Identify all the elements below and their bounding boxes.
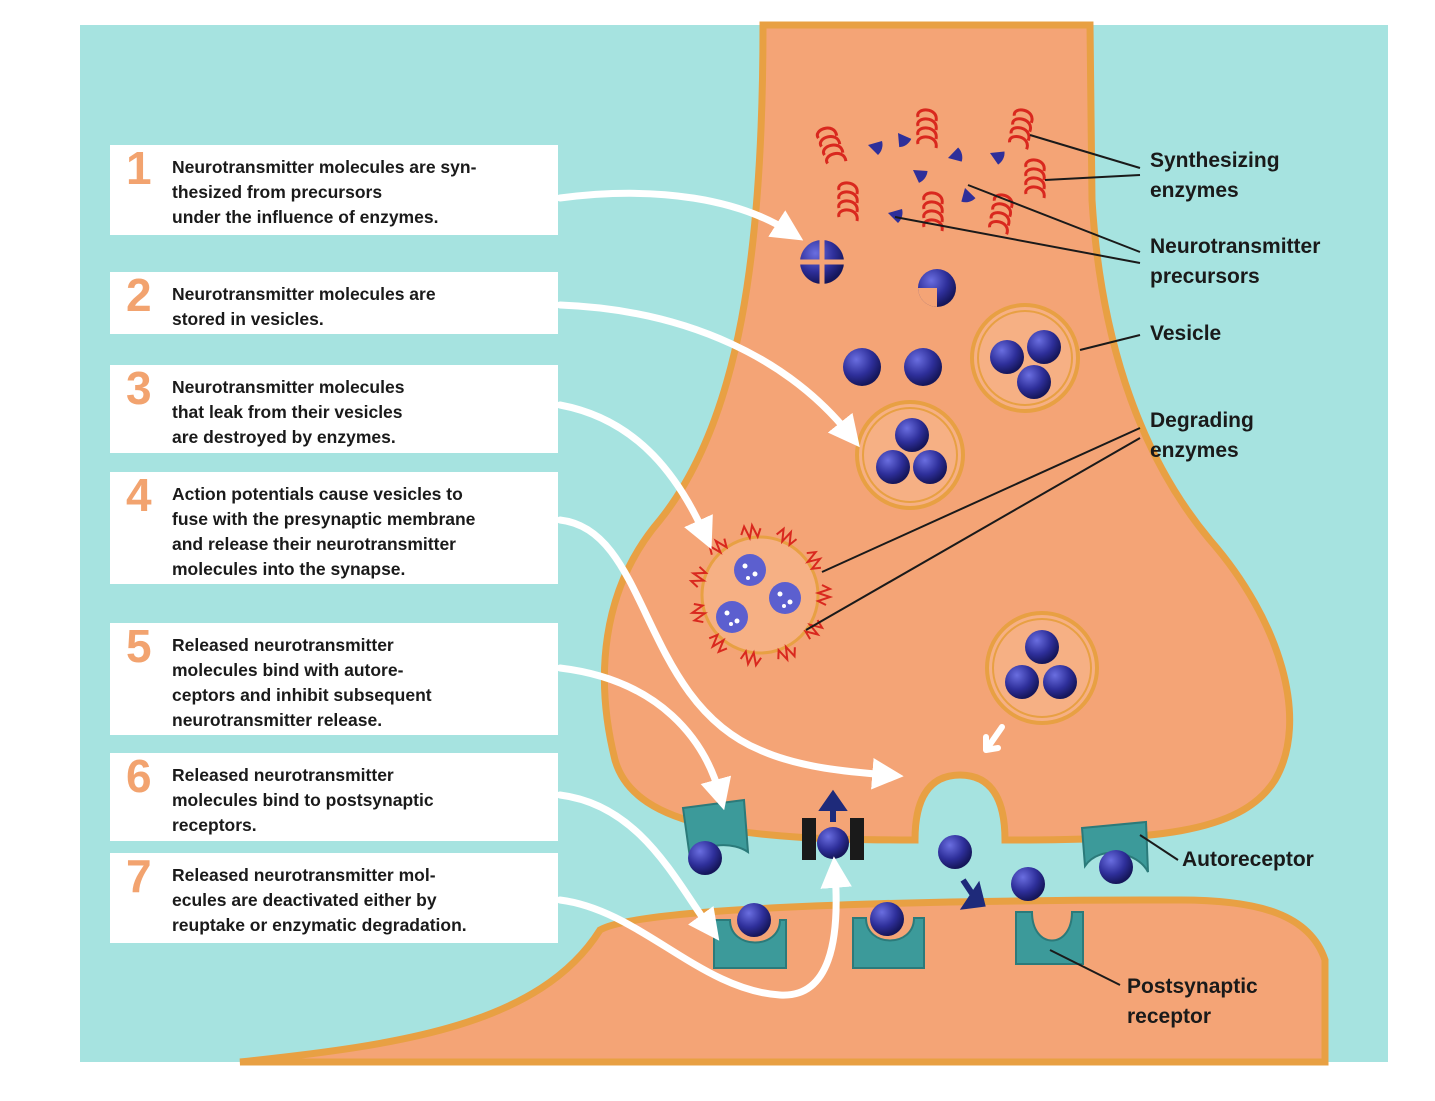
step-text: Released neurotransmitter molecules bind… — [172, 635, 432, 730]
degrading-enzyme — [739, 649, 762, 668]
step-box-7: 7 Released neurotransmitter mol- ecules … — [110, 853, 558, 943]
step-text: Action potentials cause vesicles to fuse… — [172, 484, 476, 579]
precursor-wedge — [948, 147, 963, 162]
enzyme-coil — [988, 193, 1014, 235]
autoreceptor — [1080, 820, 1149, 884]
forming-molecule — [800, 240, 844, 284]
label-postsynaptic-receptor: Postsynaptic receptor — [1127, 975, 1258, 1028]
step-number: 7 — [126, 850, 152, 902]
step-number: 1 — [126, 142, 152, 194]
degrading-enzyme — [814, 584, 834, 606]
degrading-enzyme — [708, 633, 728, 654]
vesicle — [855, 400, 965, 510]
degrading-enzyme — [740, 522, 762, 542]
release-arrow — [983, 724, 1005, 753]
degrading-enzyme — [689, 603, 708, 624]
degrading-enzyme — [777, 644, 796, 663]
postsynaptic-receptor — [1015, 911, 1084, 965]
degrading-enzymes — [688, 522, 834, 668]
forming-molecule — [918, 269, 956, 307]
label-synthesizing-enzymes: Synthesizing enzymes — [1150, 149, 1280, 202]
neurotransmitter-molecule — [938, 835, 972, 869]
vesicle — [985, 611, 1099, 725]
step-box-6: 6 Released neurotransmitter molecules bi… — [110, 753, 558, 841]
enzyme-coil — [815, 126, 848, 165]
step-text: Neurotransmitter molecules that leak fro… — [172, 377, 405, 447]
step-number: 3 — [126, 362, 152, 414]
neurotransmitter-molecule — [1011, 867, 1045, 901]
neurotransmitter-precursors — [868, 133, 1005, 223]
step-text: Neurotransmitter molecules are syn- thes… — [172, 157, 477, 227]
step-number: 6 — [126, 750, 152, 802]
label-degrading-enzymes: Degrading enzymes — [1150, 409, 1254, 462]
postsynaptic-receptor — [852, 902, 925, 969]
step-box-5: 5 Released neurotransmitter molecules bi… — [110, 623, 558, 735]
precursor-wedge — [888, 209, 903, 223]
precursor-wedge — [898, 133, 912, 148]
degrading-enzyme — [776, 526, 798, 548]
enzyme-coil — [916, 108, 938, 149]
enzyme-coil — [1008, 108, 1034, 150]
step-box-3: 3 Neurotransmitter molecules that leak f… — [110, 365, 558, 453]
diffusion-arrow — [959, 878, 986, 910]
label-neurotransmitter-precursors: Neurotransmitter precursors — [1150, 235, 1321, 288]
step-box-4: 4 Action potentials cause vesicles to fu… — [110, 472, 558, 584]
step-number: 2 — [126, 269, 152, 321]
step-text: Released neurotransmitter mol- ecules ar… — [172, 865, 467, 935]
precursor-wedge — [913, 170, 928, 183]
step-number: 5 — [126, 620, 152, 672]
postsynaptic-receptor — [713, 903, 787, 969]
step-arrows — [556, 189, 904, 999]
degrading-enzyme — [688, 566, 709, 588]
precursor-wedge — [961, 188, 976, 203]
neurotransmitter-molecule — [843, 348, 881, 386]
precursor-wedge — [868, 141, 883, 155]
degrading-enzyme — [803, 619, 825, 640]
leaking-vesicle — [700, 535, 820, 655]
reuptake-transporter — [802, 789, 864, 860]
step-box-2: 2 Neurotransmitter molecules are stored … — [110, 272, 558, 334]
step-text: Neurotransmitter molecules are stored in… — [172, 284, 436, 329]
step-box-1: 1 Neurotransmitter molecules are syn- th… — [110, 145, 558, 235]
synthesizing-enzymes — [815, 108, 1046, 235]
vesicle — [970, 303, 1080, 413]
precursor-wedge — [990, 151, 1005, 165]
enzyme-coil — [1024, 158, 1046, 199]
label-vesicle: Vesicle — [1150, 322, 1222, 345]
leader-lines — [805, 134, 1179, 986]
autoreceptor — [681, 798, 750, 875]
enzyme-coil — [837, 181, 859, 222]
label-autoreceptor: Autoreceptor — [1182, 848, 1314, 871]
step-number: 4 — [126, 469, 152, 521]
neurotransmitter-molecule — [904, 348, 942, 386]
enzyme-coil — [922, 191, 944, 232]
degrading-enzyme — [805, 550, 823, 570]
step-text: Released neurotransmitter molecules bind… — [172, 765, 434, 835]
